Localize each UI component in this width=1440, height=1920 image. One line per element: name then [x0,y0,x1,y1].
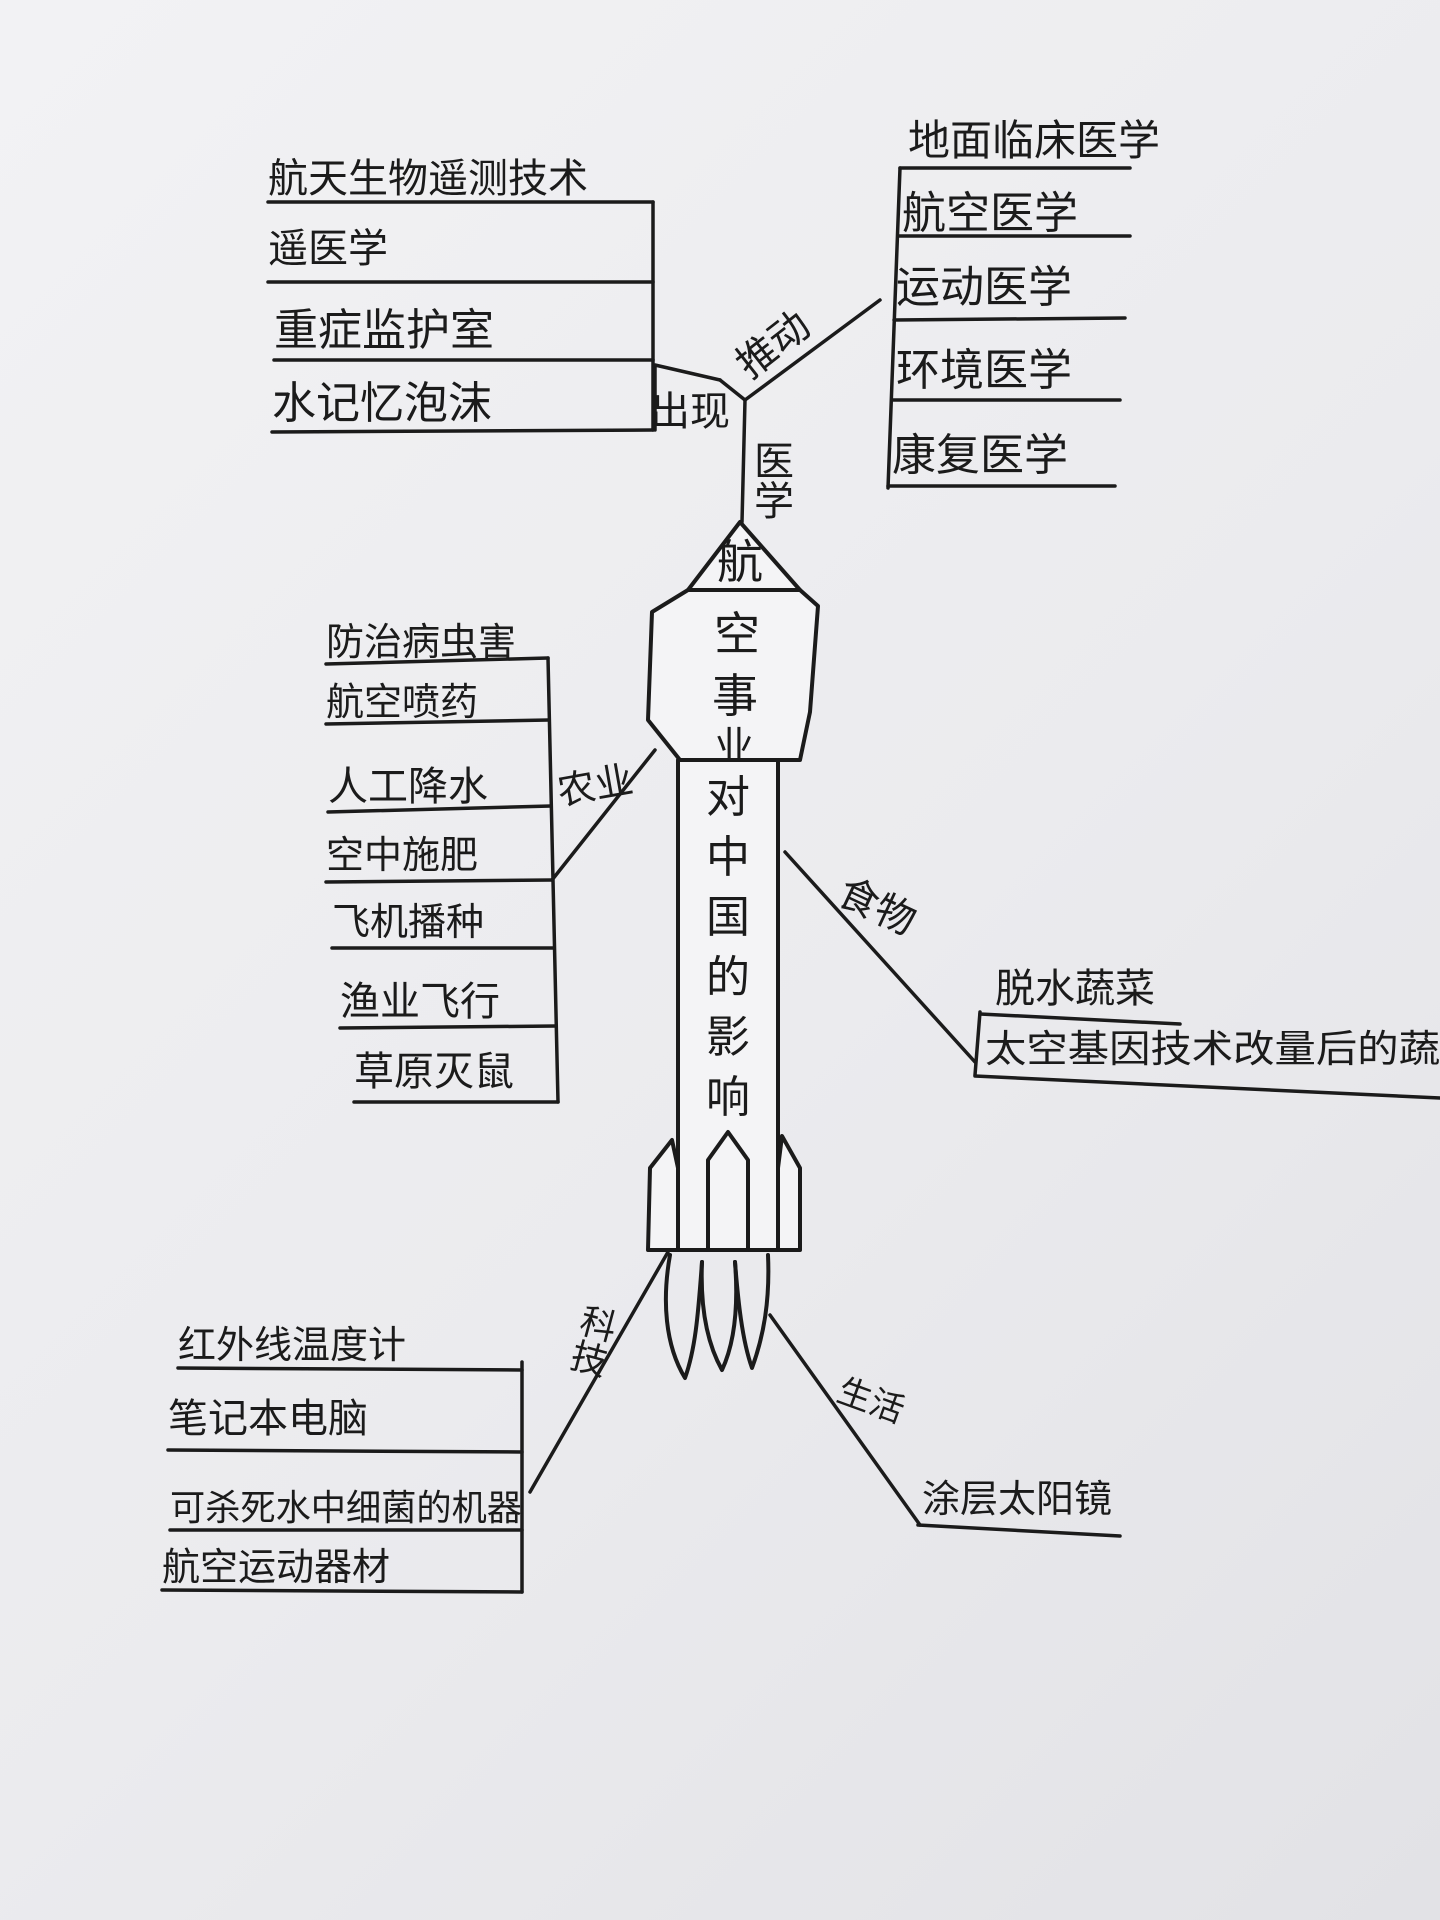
branch-food: 食物 脱水蔬菜 太空基因技术改量后的蔬 [783,850,1440,1100]
title-char: 空 [714,607,760,661]
food-item: 脱水蔬菜 [995,966,1155,1012]
connector-agriculture [550,748,657,882]
rocket-flame-left [663,1253,704,1380]
branch-label-technology: 科技 [562,1299,620,1379]
connector-technology [528,1250,670,1494]
emerged-underline [270,428,655,434]
agriculture-item: 飞机播种 [332,900,484,944]
agriculture-item: 航空喷药 [326,680,478,724]
connector-promote [743,298,882,402]
title-char: 中 [706,832,750,883]
food-item: 太空基因技术改量后的蔬 [985,1027,1440,1071]
connector-emerged-diag [653,363,722,432]
title-char: 对 [706,772,750,823]
connector-food [783,850,977,1064]
technology-item: 可杀死水中细菌的机器 [170,1488,522,1529]
emerged-item: 重症监护室 [274,305,494,356]
title-char: 的 [706,952,750,1003]
food-underline [973,1074,1440,1100]
agriculture-item: 空中施肥 [326,833,478,877]
rocket-flame-right [733,1253,771,1370]
title-char: 事 [712,669,758,723]
emerged-item: 遥医学 [268,226,388,272]
rocket-booster-left [646,1138,680,1252]
connector-emerged [718,378,747,402]
technology-underline [160,1588,524,1594]
technology-item: 笔记本电脑 [168,1396,368,1442]
agriculture-item: 渔业飞行 [340,979,500,1025]
technology-underline [176,1366,524,1372]
connector-life [768,1313,922,1527]
food-spine [973,1010,982,1077]
branch-label-agriculture: 农业 [554,757,637,814]
emerged-item: 航天生物遥测技术 [268,156,588,202]
branch-label-medicine-1: 医学 [747,440,793,520]
agriculture-underline [326,804,553,814]
promote-item: 地面临床医学 [908,116,1160,165]
agriculture-item: 草原灭鼠 [354,1049,514,1095]
promote-item: 康复医学 [892,430,1068,481]
rocket-booster-right [776,1134,802,1252]
promote-item: 环境医学 [896,345,1072,396]
technology-item: 航空运动器材 [162,1545,390,1589]
rocket-capsule [646,588,820,762]
branch-label-food: 食物 [831,869,923,944]
branch-agriculture: 农业 防治病虫害 航空喷药 人工降水 空中施肥 飞机播种 渔业飞行 草原灭鼠 [324,620,657,1104]
agriculture-underline [324,656,550,666]
food-underline [978,1012,1182,1026]
connector-medicine [740,398,747,524]
agriculture-underline [324,718,551,726]
promote-item: 航空医学 [902,188,1078,239]
technology-item: 红外线温度计 [178,1323,406,1367]
agriculture-underline [338,1024,558,1030]
branch-label-life: 生活 [832,1371,910,1432]
title-char: 响 [706,1072,750,1123]
promote-underline [892,316,1127,322]
life-underline [916,1523,1122,1538]
title-char: 航 [717,535,763,589]
title-char: 影 [706,1012,750,1063]
title-char: 国 [706,892,750,943]
rocket-flame-center [699,1260,739,1372]
branch-medicine: 医学 出现 航天生物遥测技术 遥医学 重症监护室 水记忆泡沫 推动 地面临床医学… [266,116,1160,524]
agriculture-underline [324,878,554,884]
title-char: 业 [714,724,754,770]
emerged-item: 水记忆泡沫 [272,378,492,429]
agriculture-item: 人工降水 [328,764,488,810]
branch-technology: 科技 红外线温度计 笔记本电脑 可杀死水中细菌的机器 航空运动器材 [160,1250,670,1594]
rocket-booster-center [706,1130,750,1252]
promote-item: 运动医学 [896,262,1072,313]
sub-label-promote: 推动 [728,302,819,388]
life-item: 涂层太阳镜 [922,1477,1112,1521]
promote-spine [886,166,902,490]
branch-life: 生活 涂层太阳镜 [768,1313,1122,1538]
agriculture-item: 防治病虫害 [326,620,516,664]
sub-label-emerged: 出现 [650,389,730,435]
rocket-center: 航 空 事 业 对 中 国 的 影 响 [646,520,820,1380]
technology-underline [166,1448,524,1454]
